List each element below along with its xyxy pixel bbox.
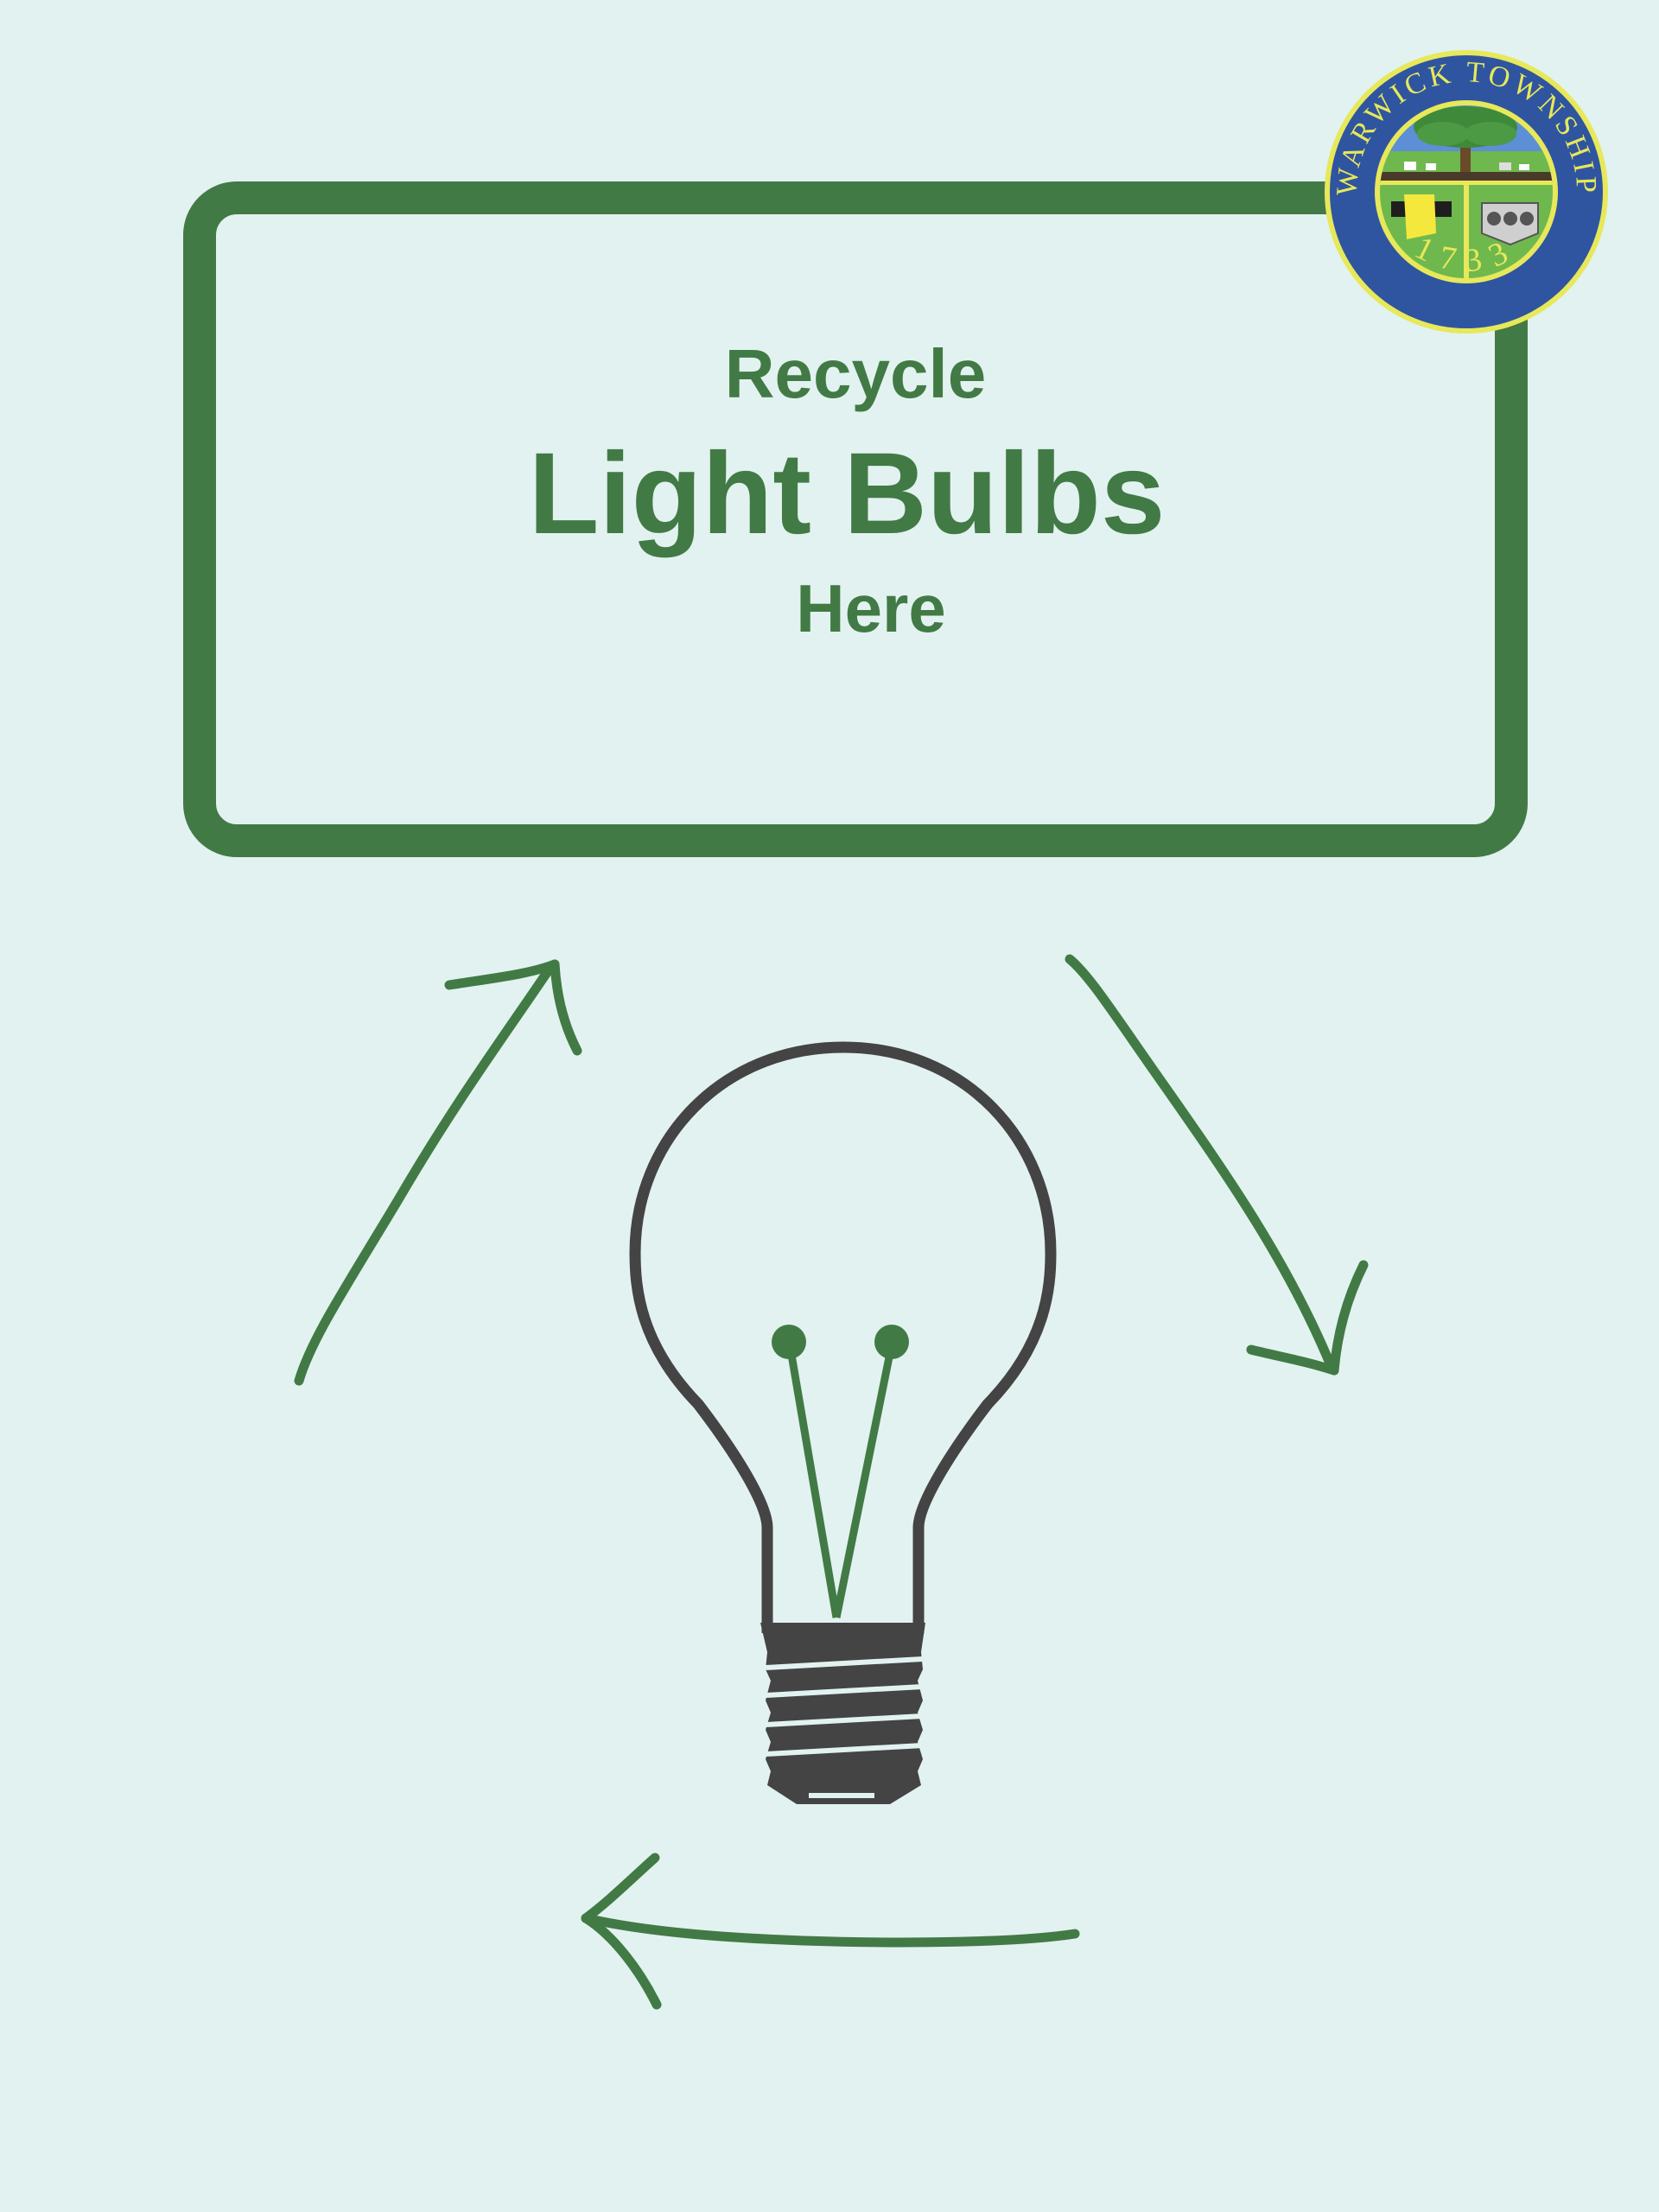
- sign-line-light-bulbs: Light Bulbs: [528, 429, 1166, 558]
- light-bulb-icon: [629, 1041, 1057, 1804]
- arrow-up-right: [294, 959, 582, 1386]
- sign-line-recycle: Recycle: [724, 335, 987, 412]
- township-seal-logo: WARWICK TOWNSHIP 1733: [1325, 50, 1608, 334]
- arrow-left: [581, 1853, 1080, 2010]
- arrow-down-right: [1065, 954, 1369, 1376]
- recycle-arrows-icon: [294, 954, 1369, 2010]
- sign-line-here: Here: [796, 570, 946, 646]
- sign-text-block: Recycle Light Bulbs Here: [183, 181, 1528, 857]
